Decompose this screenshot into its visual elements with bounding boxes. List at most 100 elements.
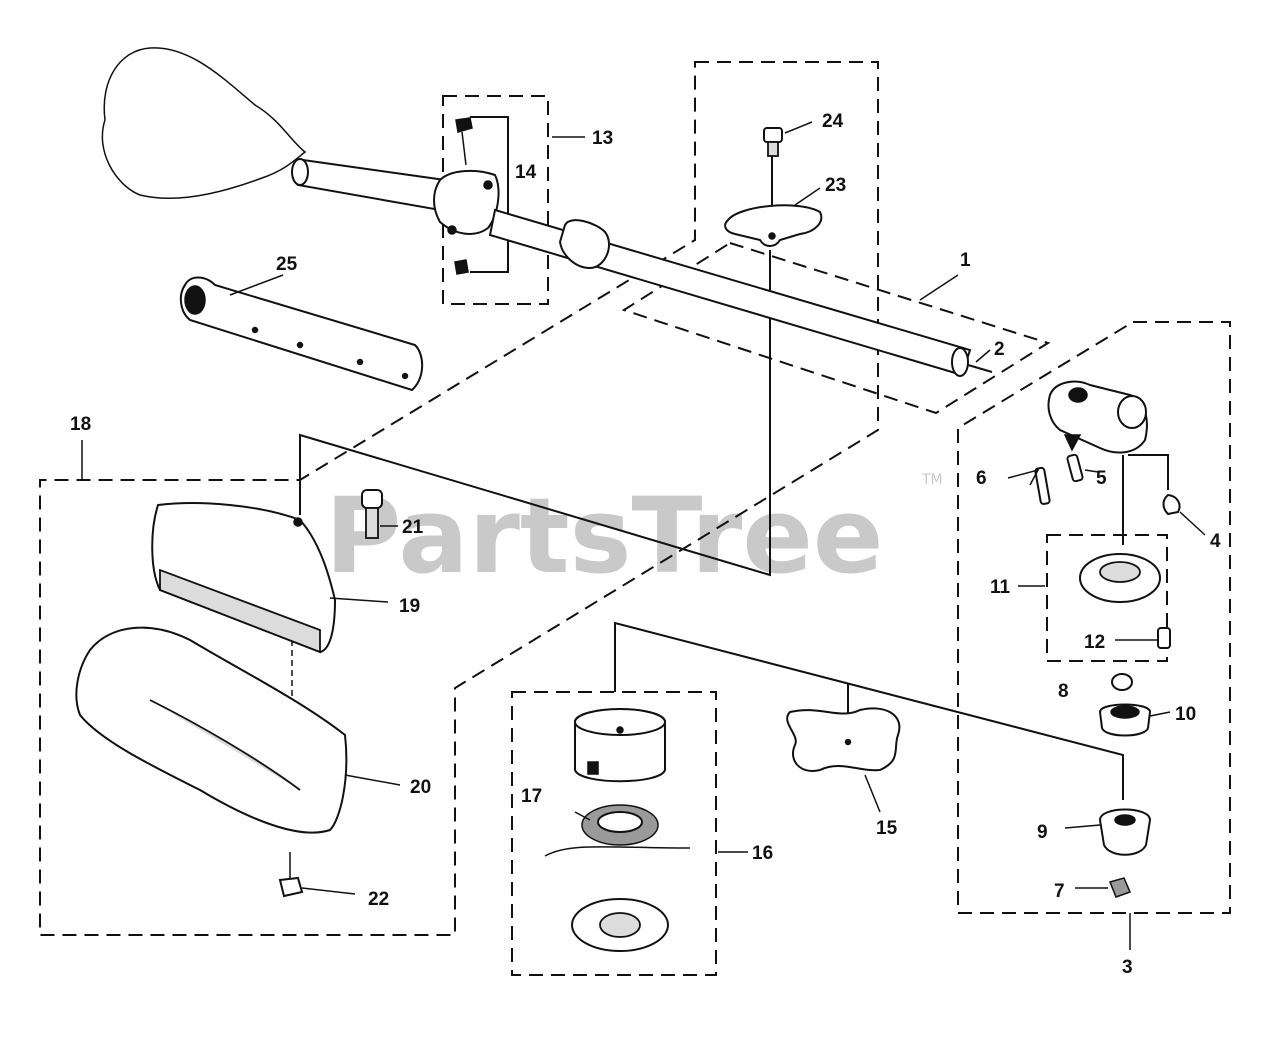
blade-15-icon bbox=[786, 707, 901, 772]
callout-16: 16 bbox=[752, 843, 773, 864]
trimmer-head-hole bbox=[616, 726, 624, 734]
callout-23: 23 bbox=[825, 175, 846, 196]
callout-14: 14 bbox=[515, 162, 537, 183]
watermark-text: PartsTree bbox=[325, 475, 883, 597]
part-7-icon bbox=[1108, 877, 1132, 898]
callout-13: 13 bbox=[592, 128, 613, 149]
callout-20: 20 bbox=[410, 777, 431, 798]
leader-23 bbox=[794, 187, 821, 206]
callout-12: 12 bbox=[1084, 632, 1105, 653]
callout-7: 7 bbox=[1054, 881, 1065, 902]
callout-21: 21 bbox=[402, 517, 424, 538]
guard-19 bbox=[151, 502, 389, 654]
leader-25 bbox=[229, 274, 284, 296]
callout-10: 10 bbox=[1175, 704, 1196, 725]
leader-4 bbox=[1179, 511, 1206, 536]
callout-15: 15 bbox=[876, 818, 898, 839]
screw-12 bbox=[1157, 627, 1171, 649]
clamp-nut-icon bbox=[454, 259, 469, 275]
leader-1 bbox=[919, 274, 959, 301]
callout-11: 11 bbox=[990, 577, 1011, 598]
spindle-parts bbox=[1098, 673, 1152, 898]
screw-21-thread bbox=[365, 507, 379, 539]
leader-19 bbox=[329, 597, 389, 603]
connector-guard-to-shaft bbox=[299, 250, 771, 577]
watermark-trademark: TM bbox=[921, 472, 943, 488]
clamp-assembly-14 bbox=[433, 116, 509, 275]
clamp-hole-icon bbox=[483, 180, 493, 190]
part-9-bore bbox=[1114, 814, 1136, 826]
shaft-pin-2 bbox=[967, 364, 993, 373]
leader-22 bbox=[301, 887, 356, 895]
bracket-23 bbox=[724, 204, 823, 247]
shield-hole-1 bbox=[251, 326, 259, 334]
part-10-bore bbox=[1110, 705, 1140, 719]
gear-head-clip-icon bbox=[1063, 434, 1082, 452]
screws-5-6 bbox=[1007, 453, 1099, 505]
callout-6: 6 bbox=[976, 468, 987, 489]
guard-19-hole bbox=[293, 517, 303, 527]
screw-24 bbox=[763, 127, 783, 157]
leader-17 bbox=[574, 811, 591, 821]
gear-head-housing bbox=[1047, 380, 1148, 454]
guard-20 bbox=[75, 626, 401, 834]
bracket-23-hole bbox=[768, 232, 776, 240]
shield-hole-3 bbox=[356, 358, 364, 366]
clamp-bolt-icon bbox=[447, 225, 457, 235]
washer-assembly-11 bbox=[1079, 553, 1171, 649]
watermark: PartsTree TM bbox=[325, 472, 943, 597]
guard-19-rim bbox=[159, 568, 321, 654]
connector-part-4 bbox=[1128, 454, 1169, 490]
leader-2 bbox=[975, 349, 991, 363]
callout-17: 17 bbox=[521, 786, 542, 807]
nut-22-icon bbox=[278, 876, 304, 898]
part-8-icon bbox=[1111, 673, 1133, 691]
callout-19: 19 bbox=[399, 596, 420, 617]
bracket-23-body bbox=[724, 204, 823, 247]
gear-head-port-icon bbox=[1068, 387, 1088, 403]
group-box-18-area bbox=[39, 61, 879, 936]
leader-10 bbox=[1149, 711, 1171, 717]
callout-9: 9 bbox=[1037, 822, 1048, 843]
screw-5 bbox=[1066, 453, 1084, 483]
blade-15-hole bbox=[844, 738, 852, 746]
connector-head-line bbox=[614, 621, 1124, 800]
group-box-1 bbox=[621, 241, 1051, 415]
callout-18: 18 bbox=[70, 414, 91, 435]
leader-15 bbox=[864, 774, 881, 813]
leader-lines bbox=[81, 121, 1206, 950]
shield-hole-2 bbox=[296, 341, 304, 349]
shaft-coupler bbox=[558, 219, 610, 270]
guard-20-rib bbox=[149, 699, 301, 791]
leader-20 bbox=[344, 774, 401, 786]
trimmer-head-cover-top bbox=[574, 708, 666, 736]
clamp-body bbox=[433, 169, 500, 235]
upper-shaft-end bbox=[291, 158, 309, 186]
trimmer-base-inner bbox=[599, 912, 641, 938]
shaft-end bbox=[951, 347, 969, 377]
upper-shaft-tube bbox=[291, 158, 447, 212]
lower-shaft-tube bbox=[488, 208, 993, 377]
screw-24-head bbox=[763, 127, 783, 143]
upper-shaft-body bbox=[296, 158, 447, 212]
shield-hole-4 bbox=[401, 372, 409, 380]
screw-6 bbox=[1034, 466, 1051, 505]
guard-20-body bbox=[75, 626, 348, 834]
engine-outline bbox=[101, 47, 307, 199]
callout-4: 4 bbox=[1210, 531, 1221, 552]
trimmer-head-16 bbox=[544, 708, 748, 952]
callout-8: 8 bbox=[1058, 681, 1069, 702]
screw-21 bbox=[361, 489, 398, 539]
group-box-13 bbox=[442, 95, 549, 305]
screw-21-head bbox=[361, 489, 383, 509]
callout-22: 22 bbox=[368, 889, 389, 910]
bracket-14 bbox=[470, 116, 509, 273]
callout-2: 2 bbox=[994, 339, 1005, 360]
nut-22 bbox=[278, 876, 356, 898]
group-box-3 bbox=[957, 321, 1231, 914]
callout-24: 24 bbox=[822, 111, 844, 132]
trimmer-head-tab-icon bbox=[587, 761, 599, 775]
shaft-shield-25 bbox=[179, 276, 424, 392]
washer-11-inner bbox=[1099, 561, 1141, 583]
